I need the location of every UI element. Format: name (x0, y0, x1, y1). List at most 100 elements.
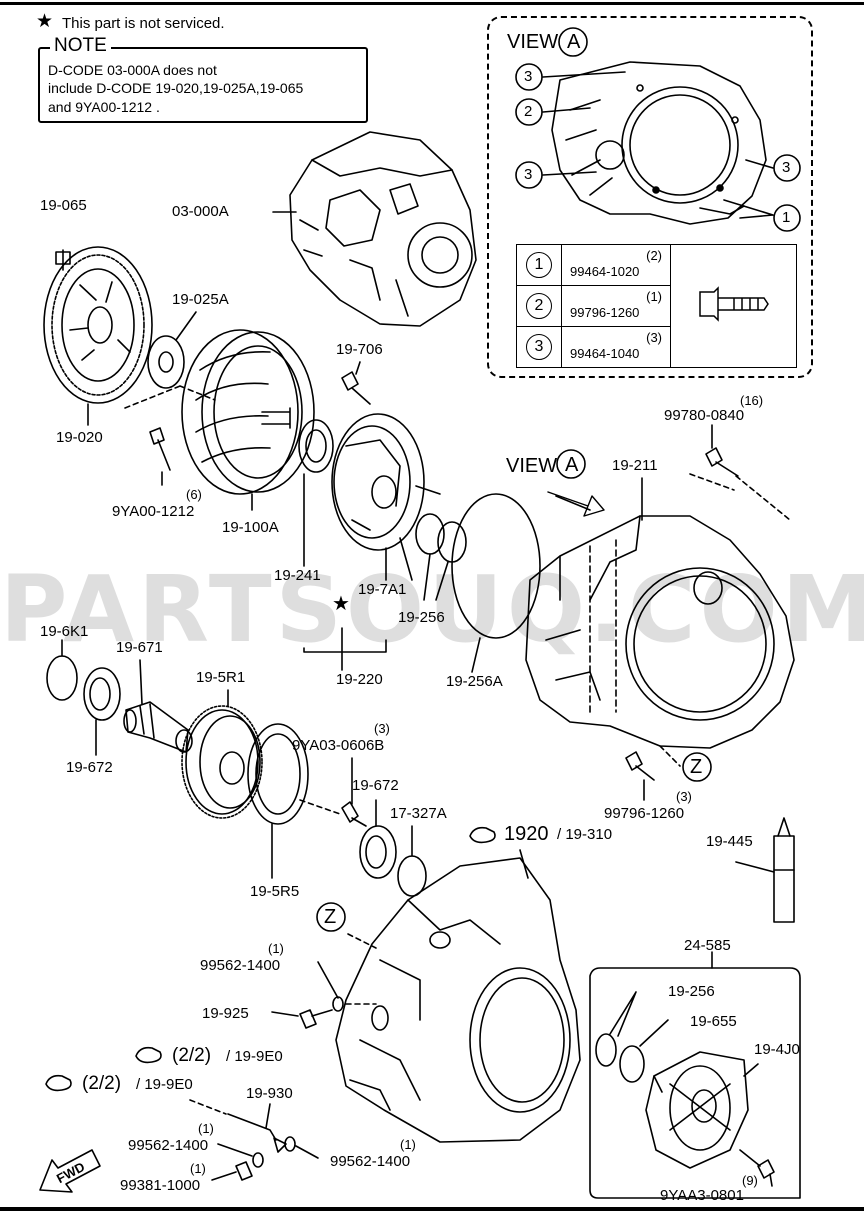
gasket-99562-a (332, 996, 344, 1012)
ref-icon-9e0-a (135, 1046, 162, 1064)
part-label-99562-1400-b[interactable]: 99562-1400 (128, 1137, 209, 1154)
gear-19-5r1 (181, 705, 263, 819)
view-a-callout-5: 1 (782, 209, 791, 226)
note-box (38, 47, 368, 123)
flange-bolt-icon (698, 285, 769, 322)
bearing-19-672-right (359, 825, 397, 879)
transaxle-case-drawing (335, 857, 581, 1143)
view-a-panel (487, 16, 813, 378)
fastener-marker: 1 (526, 252, 552, 278)
part-label-19-6k1[interactable]: 19-6K1 (40, 623, 89, 640)
part-label-19-706[interactable]: 19-706 (336, 341, 383, 358)
fastener-part: 99464-1020 (570, 264, 640, 279)
part-label-19-025a[interactable]: 19-025A (172, 291, 229, 308)
part-label-24-585[interactable]: 24-585 (684, 937, 731, 954)
ref-1920[interactable]: 1920 (504, 823, 549, 845)
legend-text: This part is not serviced. (62, 15, 225, 32)
part-label-99562-1400-a[interactable]: 99562-1400 (200, 957, 281, 974)
ref-9e0-a-page[interactable]: (2/2) (172, 1045, 212, 1066)
part-label-19-256a[interactable]: 19-256A (446, 673, 503, 690)
bearing-19-672-left (83, 667, 121, 721)
bottom-border (0, 1207, 864, 1211)
oil-pump-cover-19-4j0 (645, 1051, 749, 1169)
part-label-19-241[interactable]: 19-241 (274, 567, 321, 584)
note-line-3: and 9YA00-1212 . (48, 99, 160, 115)
inset-24-585-frame (589, 967, 801, 1199)
part-label-19-4j0[interactable]: 19-4J0 (754, 1041, 800, 1058)
z-circle-1 (682, 752, 712, 782)
part-label-99381-1000[interactable]: 99381-1000 (120, 1177, 201, 1194)
qty-99796: (3) (676, 789, 692, 804)
part-label-03-000a[interactable]: 03-000A (172, 203, 229, 220)
qty-9ya03: (3) (374, 721, 390, 736)
part-label-19-5r5[interactable]: 19-5R5 (250, 883, 300, 900)
qty-99780: (16) (740, 393, 764, 408)
differential-cover-19-5r5 (247, 723, 309, 825)
top-border (0, 2, 864, 5)
view-a-title: VIEW (507, 31, 559, 53)
part-label-19-672-a[interactable]: 19-672 (66, 759, 113, 776)
part-label-9ya00-1212[interactable]: 9YA00-1212 (112, 503, 195, 520)
view-a2-letter: A (565, 454, 579, 476)
fastener-part: 99796-1260 (570, 305, 640, 320)
part-label-19-211[interactable]: 19-211 (612, 457, 658, 474)
ref-9e0-a[interactable]: / 19-9E0 (226, 1048, 283, 1065)
star-icon: ★ (36, 11, 54, 32)
fastener-qty: (2) (646, 248, 662, 263)
view-a-housing-drawing (551, 61, 767, 225)
watermark: PARTSOUQ.COM (0, 556, 864, 663)
qty-99381: (1) (190, 1161, 206, 1176)
part-label-17-327a[interactable]: 17-327A (390, 805, 447, 822)
nut-19-065 (55, 251, 71, 265)
note-line-2: include D-CODE 19-020,19-025A,19-065 (48, 80, 304, 96)
shim-17-327a (397, 855, 427, 897)
part-label-9yaa3-0801[interactable]: 9YAA3-0801 (660, 1187, 744, 1204)
part-label-99796-1260[interactable]: 99796-1260 (604, 805, 685, 822)
qty-99562-b: (1) (198, 1121, 214, 1136)
part-label-19-930[interactable]: 19-930 (246, 1085, 293, 1102)
o-ring-19-256a (451, 493, 541, 639)
view-a-callout-3: 3 (524, 166, 533, 183)
fastener-part: 99464-1040 (570, 346, 640, 361)
qty-99562-a: (1) (268, 941, 284, 956)
part-label-19-256-top[interactable]: 19-256 (398, 609, 445, 626)
part-label-19-020[interactable]: 19-020 (56, 429, 103, 446)
part-label-19-065[interactable]: 19-065 (40, 197, 87, 214)
part-label-9ya03-0606b[interactable]: 9YA03-0606B (292, 737, 385, 754)
part-label-19-671[interactable]: 19-671 (116, 639, 163, 656)
part-label-19-256-bot[interactable]: 19-256 (668, 983, 715, 1000)
qty-9ya00: (6) (186, 487, 202, 502)
part-label-19-5r1[interactable]: 19-5R1 (196, 669, 246, 686)
o-ring-19-655 (619, 1045, 645, 1083)
flywheel-ring-gear-drawing (43, 246, 153, 404)
ref-9e0-b-page[interactable]: (2/2) (82, 1073, 122, 1094)
fastener-qty: (3) (646, 330, 662, 345)
part-label-19-925[interactable]: 19-925 (202, 1005, 249, 1022)
torque-converter-drawing (181, 329, 315, 495)
part-label-19-220[interactable]: 19-220 (336, 671, 383, 688)
z-letter-1: Z (690, 756, 703, 778)
z-letter-2: Z (324, 906, 337, 928)
view-a-callout-2: 2 (524, 103, 533, 120)
qty-9yaa3: (9) (742, 1173, 758, 1188)
ref-19-310[interactable]: / 19-310 (557, 826, 613, 843)
converter-housing-drawing (525, 515, 795, 749)
part-label-19-655[interactable]: 19-655 (690, 1013, 737, 1030)
part-label-19-100a[interactable]: 19-100A (222, 519, 279, 536)
transaxle-assembly-drawing (289, 131, 477, 327)
part-label-99562-1400-c[interactable]: 99562-1400 (330, 1153, 411, 1170)
part-label-19-445[interactable]: 19-445 (706, 833, 753, 850)
view-a-callout-1: 3 (524, 68, 533, 85)
fastener-row: 3 (3) 99464-1040 (516, 326, 797, 368)
not-serviced-star-icon: ★ (332, 593, 350, 615)
fastener-marker: 3 (526, 334, 552, 360)
part-label-19-7a1[interactable]: 19-7A1 (358, 581, 407, 598)
part-label-99780-0840[interactable]: 99780-0840 (664, 407, 745, 424)
fastener-qty: (1) (646, 289, 662, 304)
z-circle-2 (316, 902, 346, 932)
fastener-row: 1 (2) 99464-1020 (516, 244, 797, 368)
view-a-letter-circle (558, 27, 588, 57)
ref-9e0-b[interactable]: / 19-9E0 (136, 1076, 193, 1093)
part-label-19-672-b[interactable]: 19-672 (352, 777, 399, 794)
